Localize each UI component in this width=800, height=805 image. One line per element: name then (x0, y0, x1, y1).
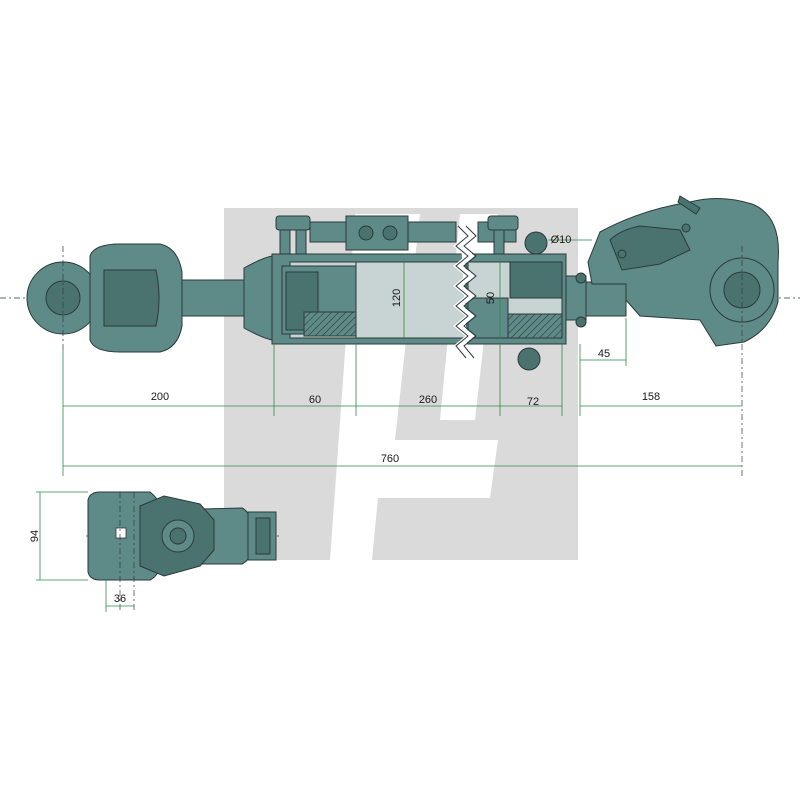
dim-bore-diameter: 120 (391, 289, 403, 307)
main-dimensions: 200 60 260 72 158 760 45 Ø10 120 50 (62, 234, 742, 476)
dim-rod-diameter: 50 (485, 292, 497, 304)
cylinder-body (271, 223, 567, 360)
dim-60: 60 (309, 394, 321, 406)
dim-pin-diameter: Ø10 (551, 234, 572, 246)
dim-94: 94 (29, 530, 41, 542)
side-view: 94 36 (29, 491, 280, 612)
dim-45: 45 (598, 348, 610, 360)
main-view: 200 60 260 72 158 760 45 Ø10 120 50 (0, 195, 800, 476)
dim-760: 760 (381, 453, 399, 465)
dim-260: 260 (419, 394, 437, 406)
dim-200: 200 (151, 391, 169, 403)
dim-72: 72 (527, 396, 539, 408)
hydraulic-fittings (275, 215, 519, 255)
rod-hook-end (517, 195, 779, 476)
dim-158: 158 (642, 391, 660, 403)
ball-joint-end (26, 243, 273, 353)
dim-36: 36 (114, 593, 126, 605)
